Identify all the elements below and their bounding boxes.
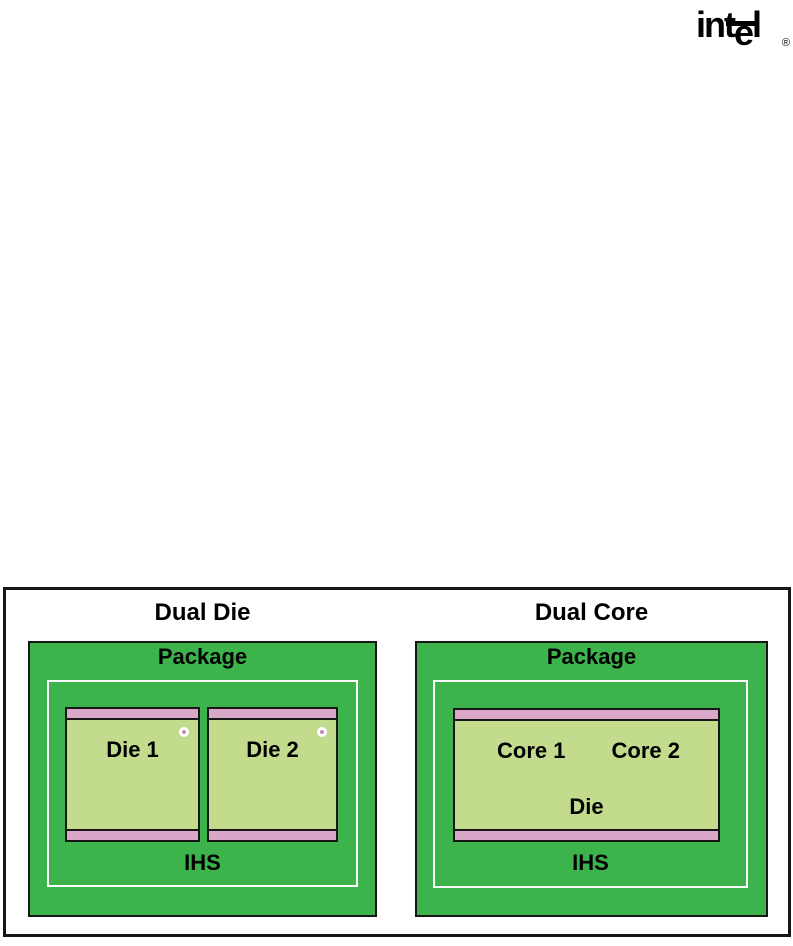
dual-die-vs-dual-core-figure: Dual Die Dual Core Package Die 1 Die 2	[3, 587, 791, 937]
dual-core-package-box: Package Core 1 Core 2 Die IHS	[415, 641, 768, 917]
package-label: Package	[157, 644, 248, 669]
ihs-label: IHS	[572, 850, 609, 875]
dual-die-title: Dual Die	[154, 599, 251, 626]
die-1-box: Die 1	[65, 707, 200, 842]
die-1-body: Die 1	[67, 720, 198, 829]
core-1-label: Core 1	[497, 738, 566, 763]
intel-logo: intel ®	[696, 4, 792, 53]
die-2-label: Die 2	[246, 737, 299, 762]
die-marker-dot-center	[320, 730, 324, 734]
dual-die-package-box: Package Die 1 Die 2 IHS	[28, 641, 377, 917]
die-bottom-strip	[455, 829, 718, 840]
die-2-box: Die 2	[207, 707, 338, 842]
logo-t-crossbar	[726, 21, 759, 26]
logo-dropped-e: e	[733, 12, 754, 53]
die-2-body: Die 2	[209, 720, 336, 829]
ihs-outline	[47, 680, 358, 887]
die-top-strip	[455, 710, 718, 721]
die-marker-dot	[179, 727, 189, 737]
die-bottom-strip	[67, 829, 198, 840]
die-1-label: Die 1	[106, 737, 159, 762]
core-2-label: Core 2	[611, 738, 680, 763]
dual-core-die-box: Core 1 Core 2 Die	[453, 708, 720, 842]
ihs-outline	[433, 680, 748, 888]
dual-core-title: Dual Core	[534, 599, 649, 626]
dual-core-die-body: Core 1 Core 2 Die	[455, 721, 718, 829]
die-marker-dot	[317, 727, 327, 737]
ihs-label: IHS	[184, 850, 221, 875]
die-top-strip	[67, 709, 198, 720]
registered-trademark-mark: ®	[781, 37, 790, 49]
die-marker-dot-center	[182, 730, 186, 734]
die-bottom-strip	[209, 829, 336, 840]
package-label: Package	[546, 644, 637, 669]
die-top-strip	[209, 709, 336, 720]
cores-row: Core 1 Core 2	[459, 739, 718, 763]
die-label: Die	[569, 794, 604, 819]
